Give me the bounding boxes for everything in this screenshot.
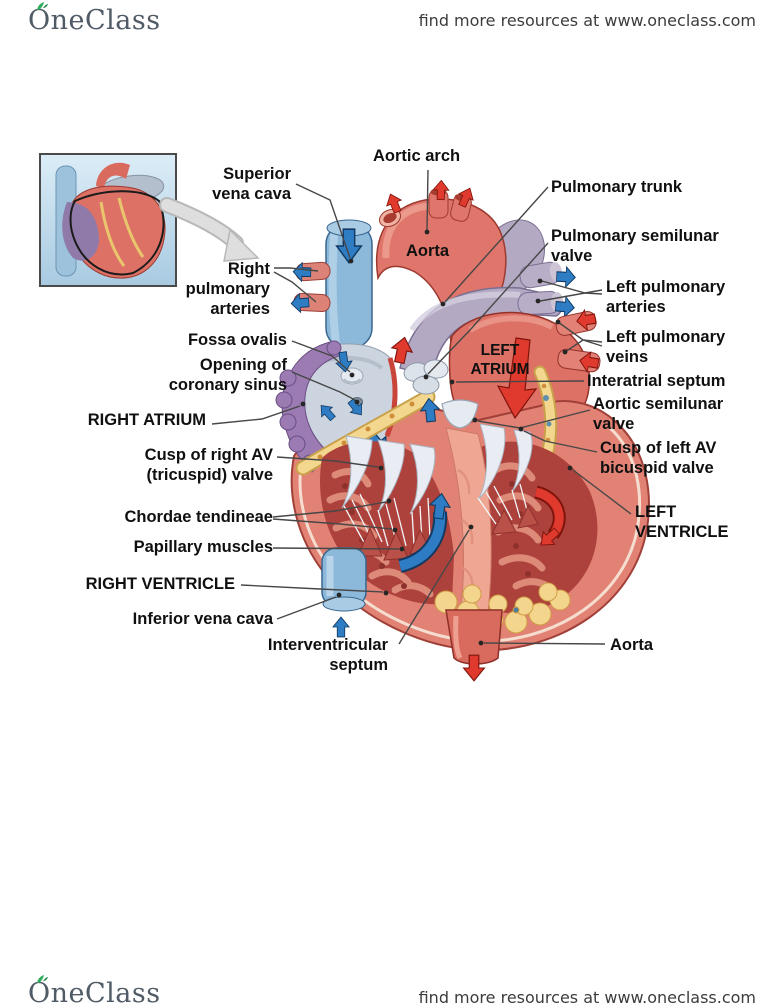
superior-vena-cava-vessel — [325, 219, 373, 349]
label-right-atrium: RIGHT ATRIUM — [87, 411, 206, 429]
descending-aorta-vessel — [445, 609, 503, 682]
label-interventricular-septum: Interventricular septum — [267, 636, 388, 674]
inset-pointer-arrow — [159, 197, 260, 262]
label-superior-vena-cava: Superior vena cava — [212, 165, 291, 203]
label-interatrial-septum: Interatrial septum — [587, 372, 726, 390]
leaf-icon — [37, 975, 48, 983]
label-aortic-arch: Aortic arch — [373, 147, 461, 165]
label-left-ventricle: LEFT VENTRICLE — [635, 503, 729, 541]
label-aortic-semilunar-valve: Aortic semilunar valve — [593, 395, 724, 433]
aortic-semilunar-valve-structure — [441, 399, 479, 429]
label-cusp-of-right-av-valve: Cusp of right AV (tricuspid) valve — [144, 446, 273, 484]
page-footer: OneClass find more resources at www.onec… — [28, 975, 756, 1008]
oneclass-logo: OneClass — [28, 2, 161, 36]
leader-lines — [211, 169, 632, 645]
oneclass-logo-footer: OneClass — [28, 975, 161, 1008]
inferior-vena-cava-vessel — [321, 547, 367, 638]
label-right-ventricle: RIGHT VENTRICLE — [85, 575, 235, 593]
label-opening-of-coronary-sinus: Opening of coronary sinus — [168, 356, 287, 394]
leaf-icon — [37, 2, 48, 10]
label-inferior-vena-cava: Inferior vena cava — [132, 610, 273, 628]
label-fossa-ovalis: Fossa ovalis — [187, 331, 287, 349]
label-left-atrium: LEFT ATRIUM — [470, 342, 530, 378]
brand-text: OneClass — [28, 978, 161, 1008]
leader-dots — [300, 229, 573, 646]
orientation-inset — [39, 153, 177, 287]
mitral-valve-apparatus — [477, 423, 539, 535]
brand-text: OneClass — [28, 5, 161, 36]
epicardial-fat — [295, 365, 558, 476]
label-pulmonary-semilunar-valve: Pulmonary semilunar valve — [551, 227, 719, 265]
page-header: OneClass find more resources at www.onec… — [28, 2, 756, 36]
label-aorta-top: Aorta — [406, 242, 450, 260]
header-tagline: find more resources at www.oneclass.com — [418, 11, 756, 30]
footer-tagline: find more resources at www.oneclass.com — [418, 988, 756, 1007]
label-left-pulmonary-arteries: Left pulmonary arteries — [606, 278, 726, 316]
label-pulmonary-trunk: Pulmonary trunk — [551, 178, 683, 196]
label-left-pulmonary-veins: Left pulmonary veins — [606, 328, 726, 366]
label-aorta-bottom: Aorta — [610, 636, 654, 654]
blood-flow-arrows — [290, 261, 566, 573]
label-chordae-tendineae: Chordae tendineae — [124, 508, 273, 526]
label-papillary-muscles: Papillary muscles — [133, 538, 273, 556]
label-right-pulmonary-arteries: Right pulmonary arteries — [185, 260, 270, 318]
label-cusp-of-left-av-valve: Cusp of left AV bicuspid valve — [600, 439, 717, 477]
